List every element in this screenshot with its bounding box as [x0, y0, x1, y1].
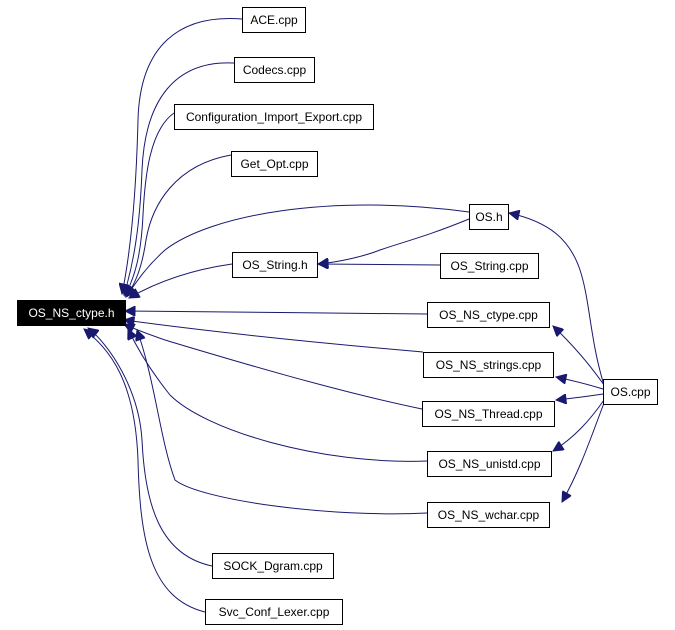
edge-os-cpp-to-os-ns-wchar-cpp	[562, 402, 605, 502]
edge-ace-cpp	[122, 17, 243, 294]
node-ace-cpp[interactable]: ACE.cpp	[242, 7, 306, 33]
edge-get-opt-cpp	[126, 154, 232, 297]
node-get-opt-cpp[interactable]: Get_Opt.cpp	[231, 151, 318, 177]
edge-os-cpp-to-os-ns-ctype-cpp	[553, 326, 605, 386]
node-os-ns-strings-cpp[interactable]: OS_NS_strings.cpp	[423, 352, 554, 378]
node-os-h[interactable]: OS.h	[469, 204, 509, 230]
node-os-ns-ctype-cpp[interactable]: OS_NS_ctype.cpp	[427, 302, 550, 328]
edge-os-cpp-to-os-ns-strings-cpp	[556, 377, 604, 390]
edge-os-string-cpp-to-os-string-h	[318, 264, 441, 265]
edge-sock-dgram-cpp	[88, 328, 213, 567]
node-os-ns-unistd-cpp[interactable]: OS_NS_unistd.cpp	[427, 451, 552, 477]
edge-os-ns-strings-cpp	[124, 320, 424, 353]
edge-os-string-h	[129, 263, 233, 298]
node-codecs-cpp[interactable]: Codecs.cpp	[234, 57, 315, 83]
node-svc-conf-lexer-cpp[interactable]: Svc_Conf_Lexer.cpp	[205, 599, 343, 625]
edge-os-ns-thread-cpp	[124, 324, 423, 410]
edge-os-cpp-to-os-ns-unistd-cpp	[553, 399, 605, 451]
node-os-string-cpp[interactable]: OS_String.cpp	[440, 253, 539, 279]
node-os-ns-thread-cpp[interactable]: OS_NS_Thread.cpp	[422, 401, 555, 427]
node-os-string-h[interactable]: OS_String.h	[232, 252, 318, 278]
node-configuration-import-export-cpp[interactable]: Configuration_Import_Export.cpp	[174, 104, 374, 130]
edge-svc-conf-lexer-cpp	[84, 329, 206, 613]
edge-os-cpp-to-os-h	[509, 213, 605, 386]
edge-os-h	[126, 204, 470, 297]
node-os-ns-wchar-cpp[interactable]: OS_NS_wchar.cpp	[427, 502, 550, 528]
edge-configuration-import-export-cpp	[125, 112, 175, 296]
edge-codecs-cpp	[124, 62, 235, 295]
edge-os-cpp-to-os-ns-thread-cpp	[556, 393, 604, 400]
node-sock-dgram-cpp[interactable]: SOCK_Dgram.cpp	[212, 553, 334, 579]
edge-os-ns-wchar-cpp	[137, 330, 428, 515]
edge-os-h-to-os-string-h	[318, 218, 470, 264]
edge-os-ns-unistd-cpp	[128, 329, 428, 462]
node-os-cpp[interactable]: OS.cpp	[603, 379, 658, 405]
edge-os-ns-ctype-cpp	[125, 311, 428, 314]
node-os-ns-ctype-h: OS_NS_ctype.h	[17, 300, 126, 326]
